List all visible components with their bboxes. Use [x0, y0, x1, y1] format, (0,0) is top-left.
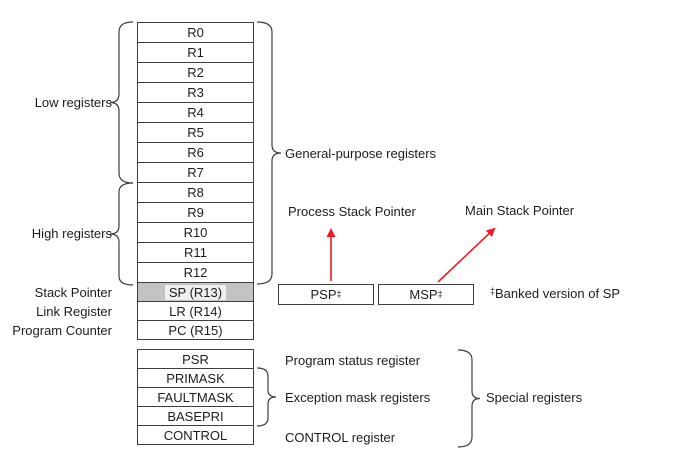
high-registers-label: High registers	[31, 226, 112, 241]
register-row-basepri: BASEPRI	[137, 406, 254, 426]
low-registers-brace	[109, 21, 134, 184]
register-row-r3: R3	[137, 82, 254, 103]
msp-arrow	[437, 227, 496, 283]
register-row-r12: R12	[137, 262, 254, 283]
footnote-text: Banked version of SP	[495, 286, 621, 301]
program-status-label: Program status register	[285, 353, 421, 368]
exception-mask-brace	[256, 367, 277, 427]
register-row-r5: R5	[137, 122, 254, 143]
register-row-sp: SP (R13)	[137, 282, 254, 302]
control-register-label: CONTROL register	[285, 430, 396, 445]
sp-register-label: SP (R13)	[164, 284, 227, 300]
low-registers-label: Low registers	[34, 95, 112, 110]
register-row-faultmask: FAULTMASK	[137, 387, 254, 407]
footnote-symbol: ‡	[490, 286, 496, 296]
special-registers-label: Special registers	[486, 390, 583, 405]
register-row-r4: R4	[137, 102, 254, 123]
process-stack-pointer-label: Process Stack Pointer	[288, 204, 416, 219]
register-row-r0: R0	[137, 22, 254, 43]
register-row-lr: LR (R14)	[137, 301, 254, 321]
register-row-r9: R9	[137, 202, 254, 223]
register-row-r10: R10	[137, 222, 254, 243]
program-counter-label: Program Counter	[12, 323, 112, 338]
register-row-primask: PRIMASK	[137, 368, 254, 388]
psp-box: PSP‡	[278, 284, 374, 305]
link-register-label: Link Register	[36, 304, 112, 319]
msp-box-label: MSP	[409, 287, 438, 302]
register-row-r11: R11	[137, 242, 254, 263]
register-row-control: CONTROL	[137, 425, 254, 445]
psp-box-label: PSP	[310, 287, 337, 302]
banked-sp-footnote: ‡Banked version of SP	[490, 287, 620, 301]
stack-pointer-label: Stack Pointer	[34, 285, 112, 300]
register-row-r8: R8	[137, 182, 254, 203]
main-stack-pointer-label: Main Stack Pointer	[465, 203, 575, 218]
register-row-pc: PC (R15)	[137, 320, 254, 340]
register-row-r2: R2	[137, 62, 254, 83]
general-purpose-brace	[256, 21, 282, 285]
msp-box: MSP‡	[378, 284, 474, 305]
high-registers-brace	[109, 182, 134, 286]
msp-footnote-mark: ‡	[437, 289, 443, 299]
special-registers-brace	[457, 349, 481, 448]
core-register-stack: R0 R1 R2 R3 R4 R5 R6 R7 R8 R9 R10 R11 R1…	[137, 22, 254, 340]
psp-footnote-mark: ‡	[336, 289, 342, 299]
exception-mask-label: Exception mask registers	[285, 390, 431, 405]
register-row-r1: R1	[137, 42, 254, 63]
register-row-psr: PSR	[137, 349, 254, 369]
register-row-r6: R6	[137, 142, 254, 163]
general-purpose-label: General-purpose registers	[285, 146, 437, 161]
register-row-r7: R7	[137, 162, 254, 183]
special-register-stack: PSR PRIMASK FAULTMASK BASEPRI CONTROL	[137, 349, 254, 445]
